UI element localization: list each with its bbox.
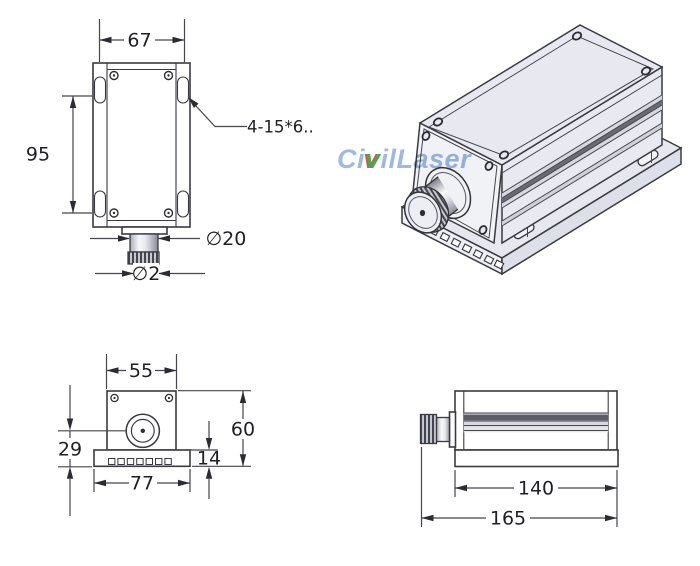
cap-inner-ring: [408, 196, 438, 229]
mount-slots: [93, 76, 190, 218]
front-view: 55 77 29 60 14: [58, 354, 255, 516]
dim-lines-height: [62, 95, 92, 214]
cover-screws: [412, 31, 652, 235]
corner-screws: [109, 70, 174, 218]
iso-view: [400, 24, 683, 276]
heatsink-fins: [463, 412, 609, 431]
corner-screws: [110, 393, 174, 403]
watermark-prefix: Ci: [337, 144, 365, 174]
dim-lines-axis-height: [58, 385, 126, 516]
dim-side-body-length: 140: [518, 478, 554, 500]
dim-lines-base-width: [93, 469, 191, 492]
side-view: 140 165: [419, 390, 619, 530]
dim-aperture-diameter: ∅2: [132, 263, 161, 285]
leader-arrow: [188, 97, 199, 108]
label-mask: [133, 263, 159, 282]
dim-front-axis-height: 29: [58, 439, 82, 461]
dim-front-overall-height: 60: [231, 419, 255, 441]
flange-edges: [106, 63, 177, 227]
vent-holes: [108, 458, 172, 465]
slot-callout-label: 4-15*6..: [247, 118, 314, 137]
civillaser-watermark: CivilLaser: [337, 144, 471, 175]
dim-front-base-height: 14: [197, 448, 221, 470]
heatsink-fin-dark: [463, 414, 609, 421]
dim-lines-aperture: [95, 266, 205, 281]
front-cover-seam: [415, 128, 498, 239]
watermark-suffix: ilLaser: [380, 144, 472, 174]
top-cover-seam: [427, 35, 655, 157]
knurled-ring: [419, 413, 438, 445]
lens-barrel: [129, 233, 159, 253]
plan-view: 67 95 ∅20 ∅2 4-15*6..: [26, 19, 314, 285]
box-top-face: [418, 24, 664, 166]
dim-front-body-width: 55: [129, 360, 153, 382]
lens-barrel: [435, 416, 451, 443]
dim-plan-height: 95: [26, 144, 50, 166]
dim-lines-base-height: [178, 421, 218, 499]
lens-barrel-3d: [403, 166, 472, 234]
dim-plan-width: 67: [127, 30, 151, 52]
dim-lines-body-width: [105, 354, 178, 389]
laser-aperture: [419, 209, 426, 217]
watermark-accent: v: [365, 144, 381, 174]
base-right-face: [501, 146, 682, 276]
lens-aperture: [125, 413, 161, 449]
device-outline: [92, 62, 191, 228]
dim-barrel-diameter: ∅20: [206, 228, 247, 250]
lens-flange: [448, 411, 457, 448]
dim-side-overall-length: 165: [490, 508, 526, 530]
dim-front-base-width: 77: [130, 473, 154, 495]
lens-flange: [121, 226, 168, 235]
leader-line: [189, 99, 247, 128]
mount-base: [454, 449, 619, 468]
dim-lines-body-length: [454, 470, 618, 527]
dim-lines-width: [98, 19, 186, 62]
heatsink-fins: [501, 74, 663, 227]
dim-lines-overall-height: [178, 390, 251, 467]
